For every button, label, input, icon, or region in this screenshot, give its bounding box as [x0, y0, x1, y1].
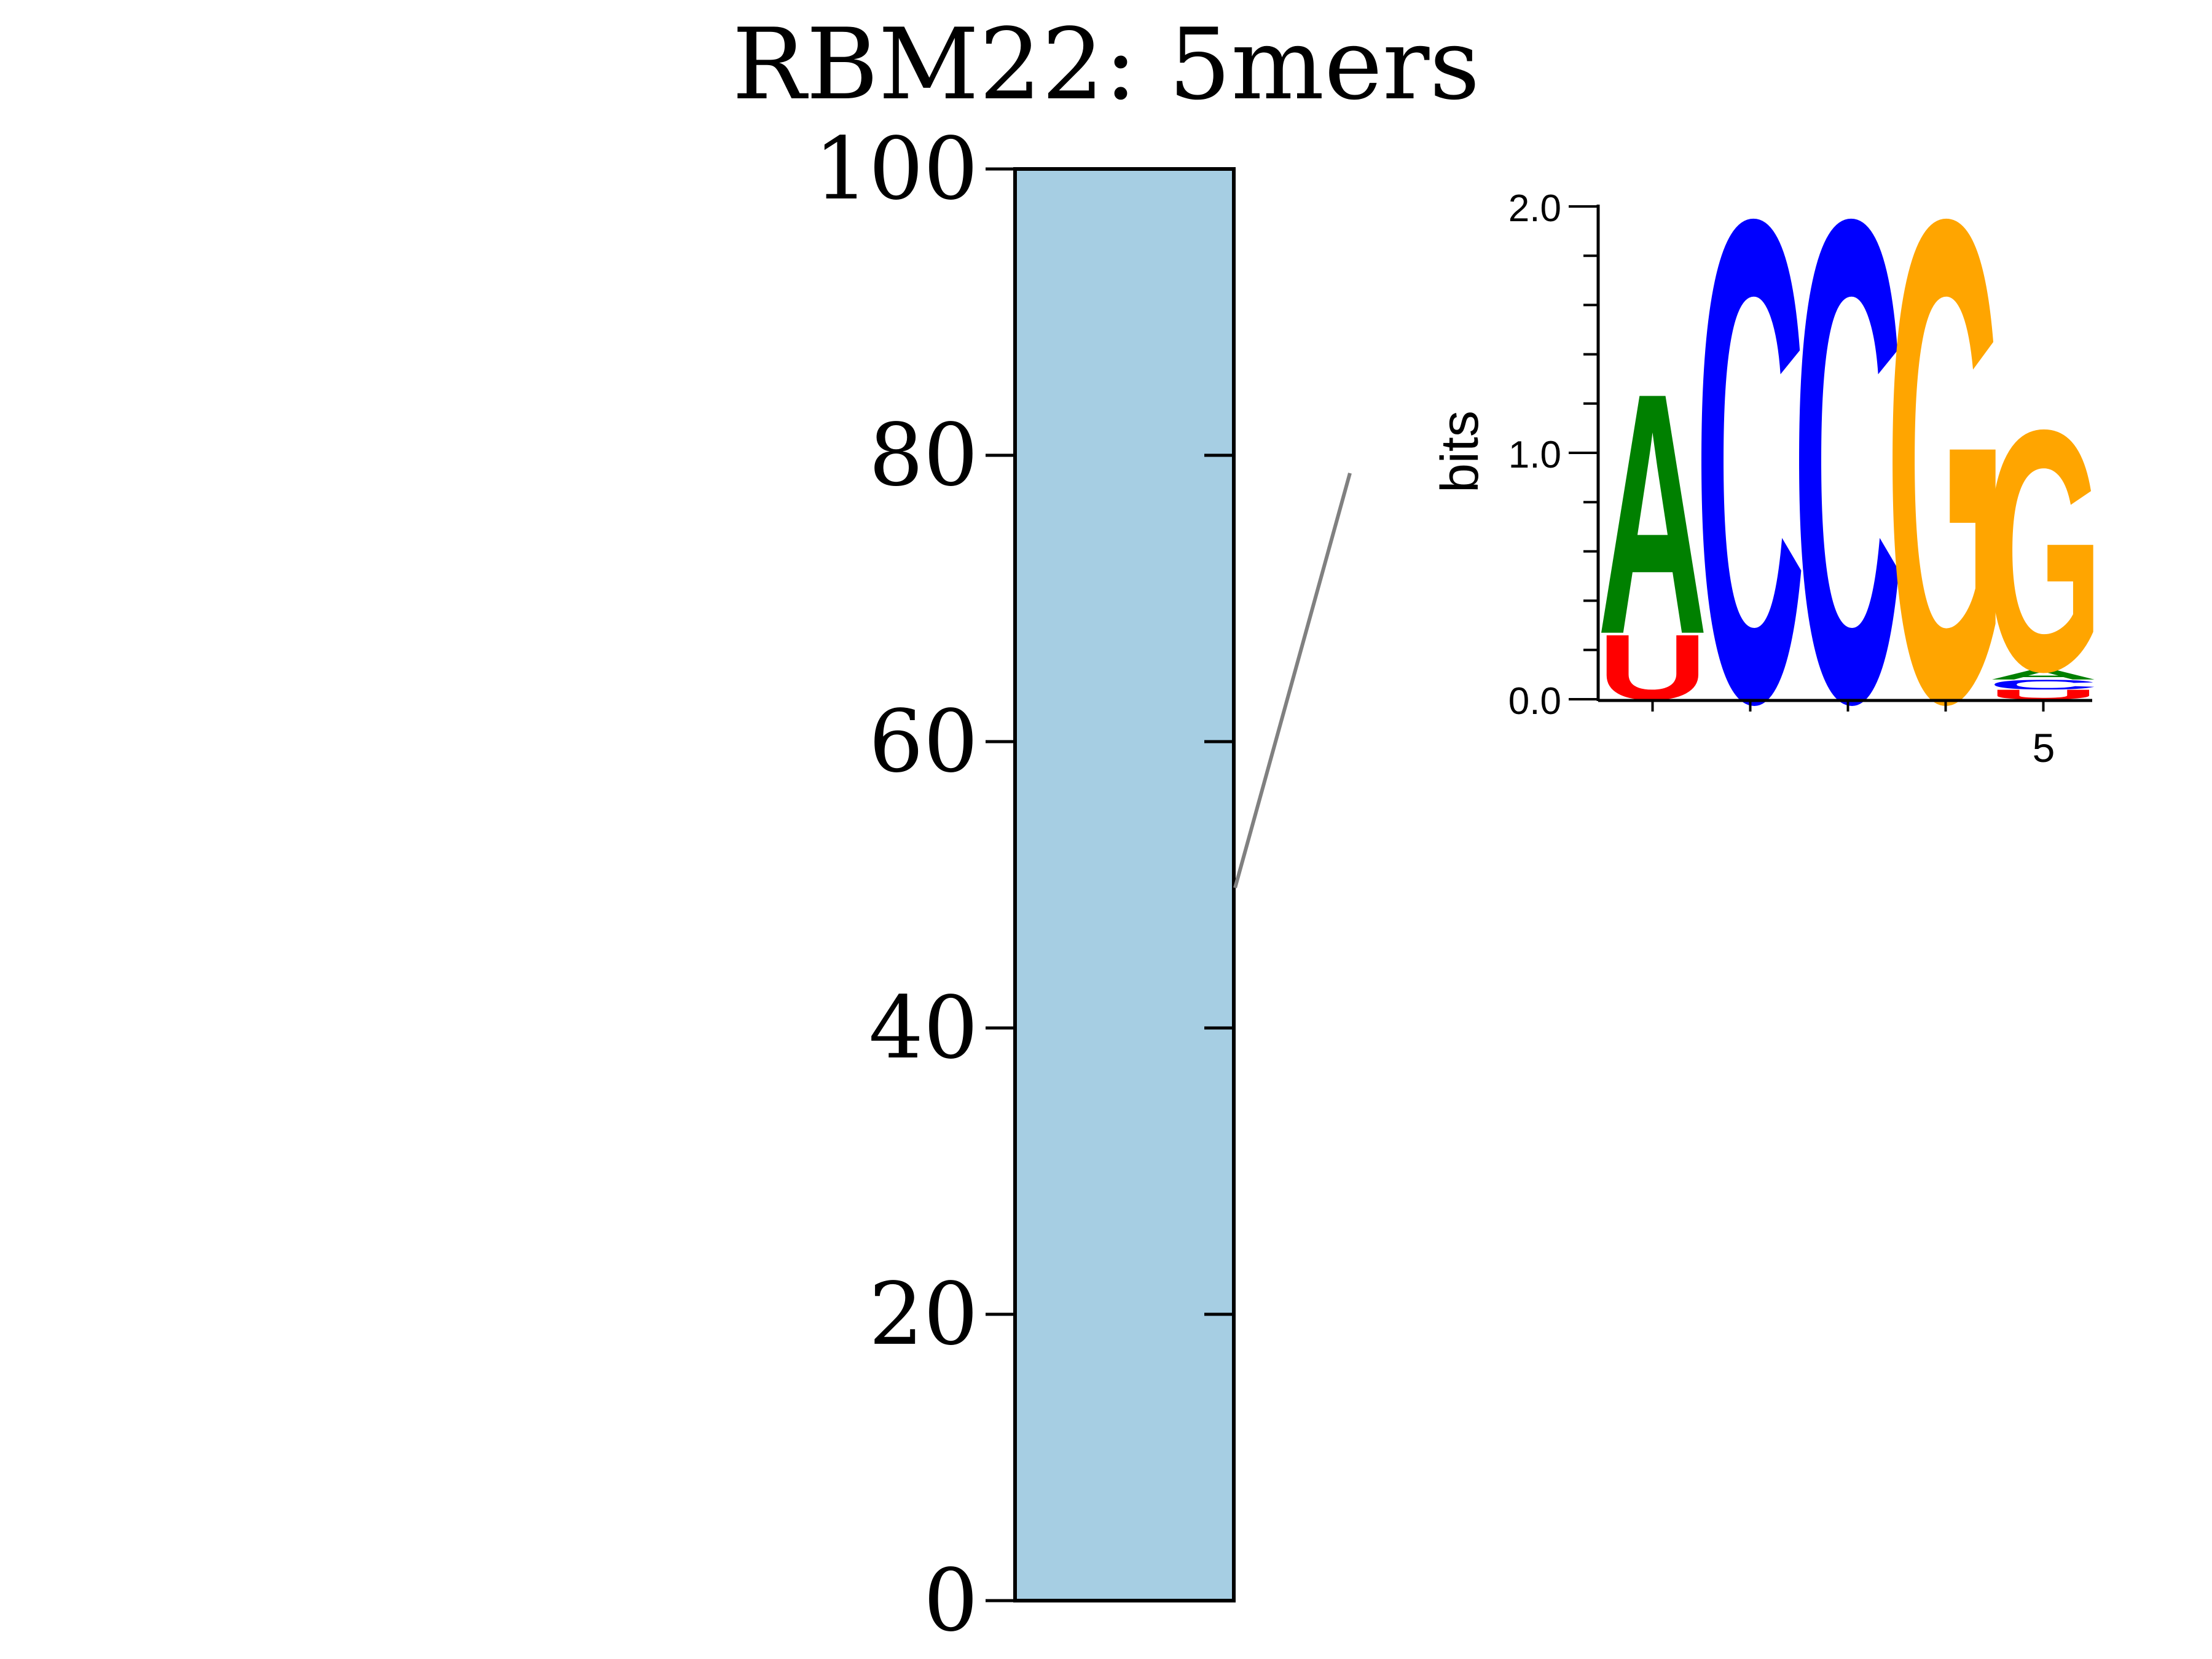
logo-letter-c: C	[1988, 677, 2098, 692]
logo-letter-a: A	[1598, 321, 1708, 706]
logo-y-tick-label: 0.0	[1508, 680, 1561, 723]
logo-y-axis-label: bits	[1430, 410, 1489, 493]
logo-letter-c: C	[1695, 77, 1805, 845]
logo-axes: 0.0 1.0 2.0	[1508, 187, 2092, 723]
bar-y-tick-label: 80	[869, 406, 978, 506]
bar-y-tick-label: 100	[814, 119, 978, 219]
logo-letter-c: C	[1793, 77, 1903, 845]
bar-y-tick-label: 60	[869, 692, 978, 792]
logo-letter-g: G	[1984, 358, 2103, 743]
bar-chart: 0 20 40 60 80 100	[814, 119, 1236, 1651]
bar-y-ticks: 0 20 40 60 80 100	[814, 119, 1234, 1651]
logo-y-tick-label: 2.0	[1508, 187, 1561, 230]
connector-line	[1233, 473, 1352, 888]
logo-x-tick-label: 5	[2033, 725, 2055, 771]
logo-y-tick-label: 1.0	[1508, 434, 1561, 476]
bar-y-tick-label: 0	[924, 1551, 978, 1651]
bar-y-tick-label: 40	[869, 978, 978, 1078]
bar-y-tick-label: 20	[869, 1265, 978, 1365]
logo-letter-g: G	[1886, 77, 2005, 845]
chart-title: RBM22: 5mers	[732, 7, 1480, 122]
bar	[1013, 167, 1236, 1602]
logo-letter-a: A	[1988, 667, 2098, 683]
